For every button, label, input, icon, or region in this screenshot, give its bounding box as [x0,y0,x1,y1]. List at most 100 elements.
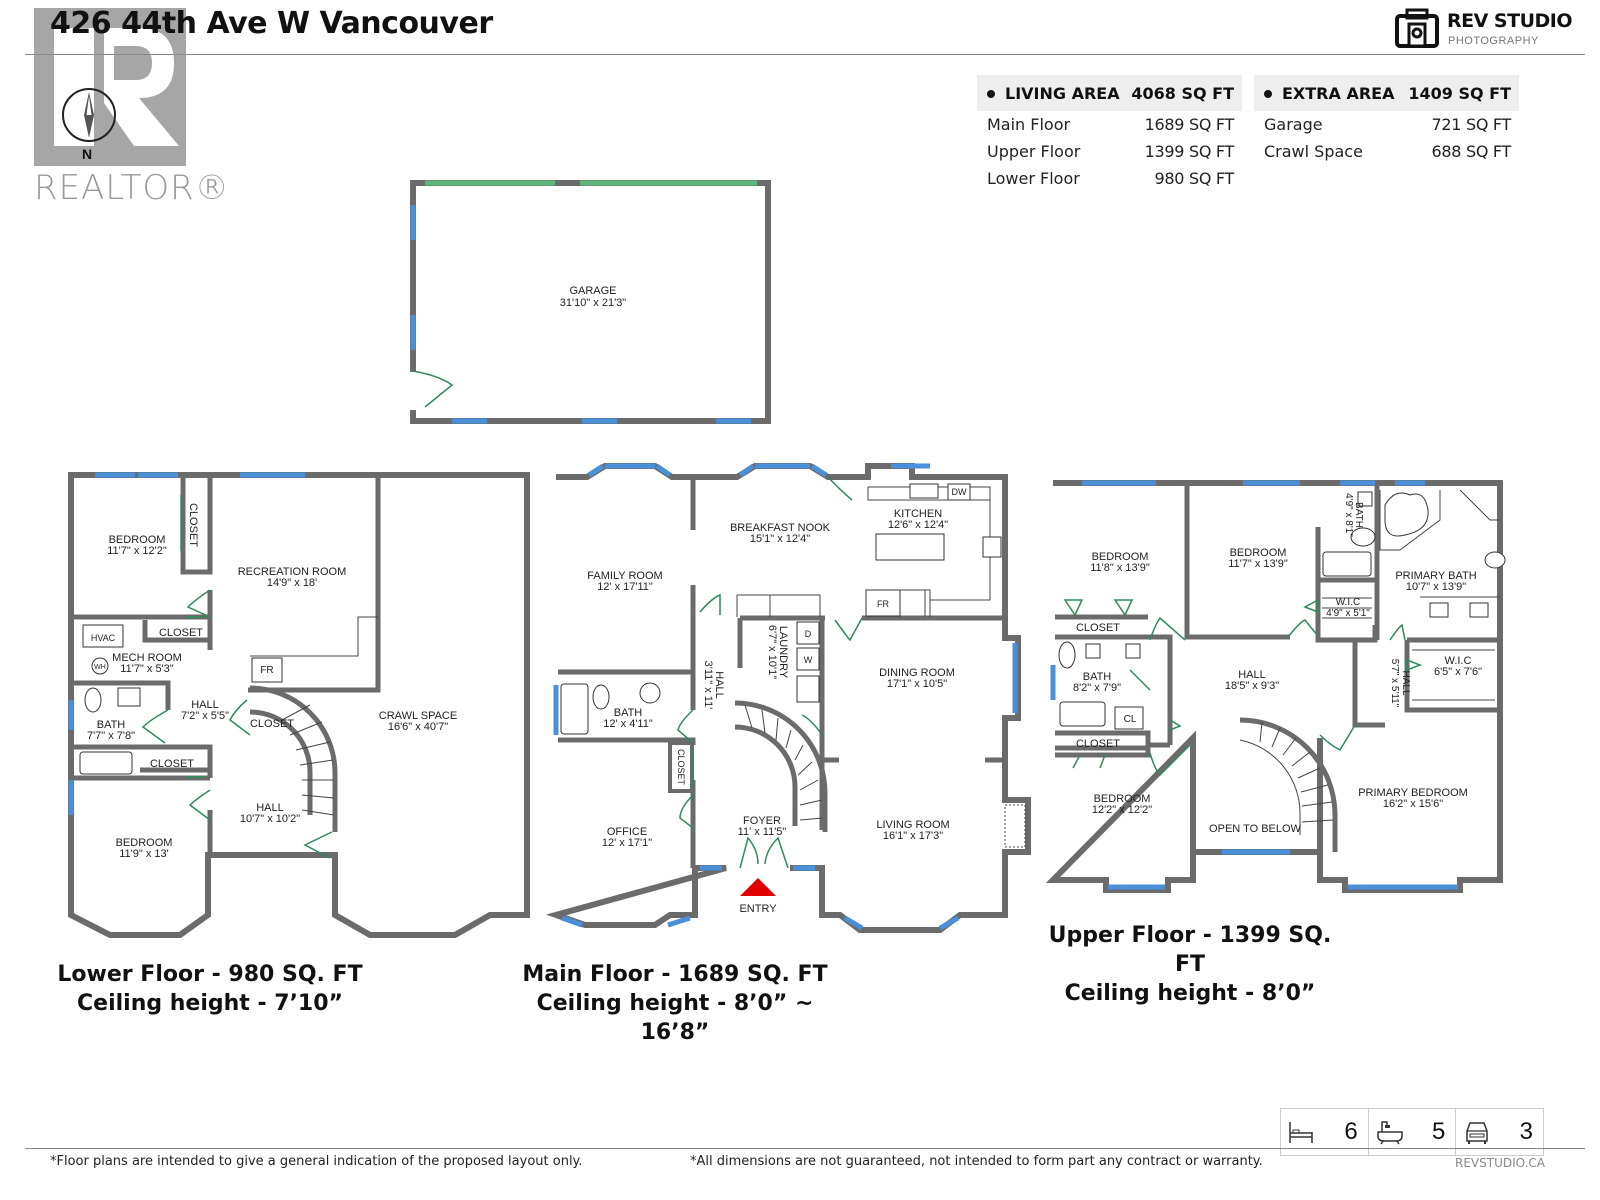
room-label: CLOSET [1076,738,1120,750]
compass-icon [62,88,116,142]
room-dims: 7'7" x 7'8" [87,730,135,742]
realtor-logo: REALTOR® [34,8,229,208]
room-label: BEDROOM [1094,793,1151,805]
room-label: FR [260,665,273,676]
area-row-value: 688 SQ FT [1431,142,1512,161]
room-label: BREAKFAST NOOK [730,522,831,534]
lower-floor-ceiling: Ceiling height - 7’10” [77,991,343,1016]
room-dims: 17'1" x 10'5" [887,678,947,690]
room-dims: 16'2" x 15'6" [1383,798,1443,810]
room-label: LAUNDRY [777,626,789,679]
area-row-name: Garage [1264,115,1323,134]
room-label: HVAC [91,633,116,643]
room-label: BATH [1083,671,1112,683]
room-label: OPEN TO BELOW [1209,823,1302,835]
room-label: RECREATION ROOM [238,566,347,578]
bathtub-icon [1376,1121,1403,1145]
room-dims: 12' x 17'1" [602,837,652,849]
area-row: Upper Floor 1399 SQ FT [977,138,1242,165]
room-dims: 12' x 4'11" [603,718,653,730]
bathroom-count-value: 5 [1431,1118,1446,1145]
compass: N [60,86,120,166]
room-label: W.I.C [1336,597,1360,608]
room-dims: 16'1" x 17'3" [883,830,943,842]
realtor-r-mark [34,8,186,166]
brand-subtitle: PHOTOGRAPHY [1448,35,1539,47]
footer-website[interactable]: REVSTUDIO.CA [1455,1156,1545,1170]
room-label: CLOSET [250,718,294,730]
room-label: OFFICE [607,826,647,838]
bottom-divider [25,1148,1585,1149]
room-label: MECH ROOM [112,652,182,664]
rev-studio-logo: REV STUDIO PHOTOGRAPHY [1395,8,1575,50]
main-floor-area: Main Floor - 1689 SQ. FT [522,962,828,987]
room-dims: 14'9" x 18' [267,577,317,589]
room-dims: 3'11" x 11' [702,661,714,710]
room-label: CRAWL SPACE [379,710,457,722]
room-label: HALL [1238,669,1266,681]
garage-plan: GARAGE 31'10" x 21'3" [410,180,771,424]
room-label: FOYER [743,815,781,827]
room-dims: 11'7" x 5'3" [120,663,173,675]
room-dims: 7'2" x 5'5" [181,710,229,722]
parking-count: 3 [1456,1109,1543,1155]
entry-marker-icon [740,878,776,896]
bed-icon [1289,1122,1313,1143]
upper-floor-ceiling: Ceiling height - 8’0” [1064,981,1316,1006]
room-dims: 12' x 17'11" [597,581,653,593]
lower-floor-plan: BEDROOM 11'7" x 12'2" CLOSET RECREATION … [68,472,530,938]
room-label: BATH [614,707,643,719]
room-label: W [804,655,813,665]
area-row-value: 1399 SQ FT [1144,142,1235,161]
room-dims: 6'5" x 7'6" [1434,666,1482,678]
upper-floor-caption: Upper Floor - 1399 SQ. FT Ceiling height… [1030,921,1350,1008]
room-label: HALL [713,671,725,699]
area-row-name: Lower Floor [987,169,1080,188]
room-dims: 18'5" x 9'3" [1225,680,1279,692]
compass-north-label: N [82,146,93,162]
extra-area-total: 1409 SQ FT [1408,83,1511,103]
realtor-wordmark: REALTOR® [34,168,230,208]
bedroom-count: 6 [1281,1109,1369,1155]
room-label: DW [952,487,967,497]
room-label: CLOSET [159,627,203,639]
parking-count-value: 3 [1519,1118,1534,1145]
lower-floor-area: Lower Floor - 980 SQ. FT [57,962,363,987]
room-label: BATH [97,719,126,731]
area-row-name: Upper Floor [987,142,1081,161]
living-area-header: LIVING AREA 4068 SQ FT [977,75,1242,111]
room-label: BEDROOM [109,534,166,546]
room-dims: 8'2" x 7'9" [1073,682,1121,694]
brand-name: REV STUDIO [1447,10,1573,32]
area-row-name: Crawl Space [1264,142,1363,161]
room-label: CLOSET [187,503,199,547]
extra-area-label: EXTRA AREA [1282,83,1395,103]
main-floor-caption: Main Floor - 1689 SQ. FT Ceiling height … [500,960,850,1047]
room-dims: 11'8" x 13'9" [1090,562,1150,574]
area-row-value: 980 SQ FT [1154,169,1235,188]
living-area-total: 4068 SQ FT [1131,83,1234,103]
car-icon [1466,1122,1489,1144]
top-divider [25,54,1585,55]
room-label: PRIMARY BATH [1395,570,1476,582]
room-dims: 4'9" x 5'1" [1326,608,1370,619]
footer-disclaimer-layout: *Floor plans are intended to give a gene… [50,1154,583,1169]
room-label: WH [94,664,106,671]
room-label: CLOSET [150,758,194,770]
entry-label: ENTRY [739,903,777,915]
area-row-name: Main Floor [987,115,1071,134]
room-dims: 16'6" x 40'7" [388,721,448,733]
room-dims: 10'7" x 13'9" [1406,581,1466,593]
room-dims: 15'1" x 12'4" [750,533,810,545]
room-label: LIVING ROOM [876,819,949,831]
room-label: BEDROOM [116,837,173,849]
area-row: Crawl Space 688 SQ FT [1254,138,1519,165]
camera-icon [1395,8,1439,48]
room-label: HALL [1400,670,1411,695]
room-label-garage: GARAGE [569,285,616,297]
page-title: 426 44th Ave W Vancouver [50,6,493,41]
room-label: KITCHEN [894,508,942,520]
